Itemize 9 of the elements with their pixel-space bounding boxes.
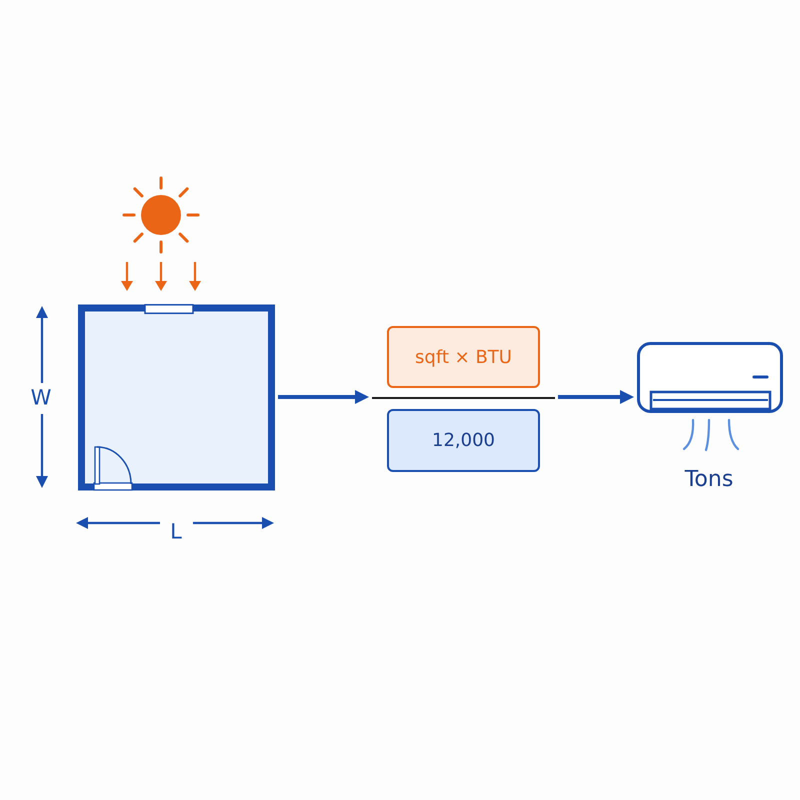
- air-conditioner-unit: [637, 342, 783, 452]
- denominator-box: 12,000: [387, 409, 540, 472]
- caption-text: Tons: [684, 469, 734, 491]
- numerator-box: sqft × BTU: [387, 326, 540, 388]
- dimension-label: L: [170, 522, 182, 542]
- room-floor-plan: [78, 304, 275, 491]
- dimension-label: W: [30, 388, 52, 408]
- arrow: [278, 390, 369, 404]
- arrow: [558, 390, 634, 404]
